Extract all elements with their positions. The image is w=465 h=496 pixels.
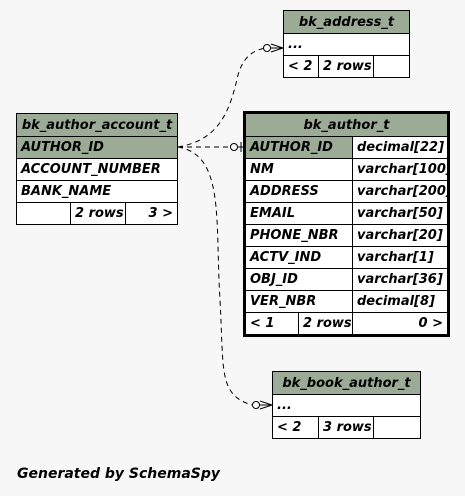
table-footer: < 2 2 rows: [284, 55, 409, 77]
table-header: bk_author_t: [246, 114, 447, 136]
column-type: varchar[1]: [352, 247, 447, 268]
column-row-author-id: AUTHOR_ID: [17, 136, 177, 158]
column-name: AUTHOR_ID: [21, 140, 104, 155]
column-row: ...: [284, 33, 409, 55]
column-name: EMAIL: [250, 206, 295, 221]
row-count: 3 rows: [318, 417, 373, 438]
child-count: [373, 56, 409, 77]
generated-by-label: Generated by SchemaSpy: [17, 466, 221, 482]
column-row: PHONE_NBR varchar[20]: [246, 224, 447, 246]
table-footer: 2 rows 3 >: [17, 202, 177, 224]
column-name: ACTV_IND: [250, 250, 322, 265]
row-count: 2 rows: [298, 313, 352, 334]
column-row: ACTV_IND varchar[1]: [246, 246, 447, 268]
row-count: 2 rows: [70, 203, 125, 224]
parent-count: < 1: [250, 316, 275, 331]
column-name: OBJ_ID: [250, 272, 298, 287]
column-type: decimal[8]: [352, 291, 447, 312]
pk-bar-author: [238, 142, 244, 152]
column-name: ...: [288, 37, 303, 52]
crowfoot-circle-book-author: [252, 401, 260, 409]
parent-count: < 2: [277, 420, 302, 435]
child-count: [373, 417, 420, 438]
column-type: varchar[100]: [352, 159, 447, 180]
relation-author-book-author: [177, 146, 253, 406]
parent-count: [17, 203, 70, 224]
table-bk-author-account-t[interactable]: bk_author_account_t AUTHOR_ID ACCOUNT_NU…: [16, 113, 178, 225]
crowfoot-address: [270, 43, 285, 53]
column-type: varchar[20]: [352, 225, 447, 246]
column-row: EMAIL varchar[50]: [246, 202, 447, 224]
table-header: bk_book_author_t: [273, 372, 420, 394]
column-name: ADDRESS: [250, 184, 319, 199]
table-name: bk_author_t: [303, 117, 390, 133]
parent-count: < 2: [288, 59, 313, 74]
child-count: 0 >: [352, 313, 447, 334]
column-row: VER_NBR decimal[8]: [246, 290, 447, 312]
column-name: ACCOUNT_NUMBER: [21, 162, 161, 177]
column-type: decimal[22]: [352, 137, 447, 158]
relation-author-address: [177, 47, 267, 148]
column-name: VER_NBR: [250, 294, 317, 309]
table-name: bk_book_author_t: [282, 375, 411, 391]
crowfoot-book-author: [259, 400, 274, 410]
column-row: NM varchar[100]: [246, 158, 447, 180]
crowfoot-circle-address: [263, 44, 271, 52]
column-type: varchar[50]: [352, 203, 447, 224]
column-type: varchar[36]: [352, 269, 447, 290]
table-header: bk_author_account_t: [17, 114, 177, 136]
column-type: varchar[200]: [352, 181, 447, 202]
column-row: OBJ_ID varchar[36]: [246, 268, 447, 290]
table-header: bk_address_t: [284, 11, 409, 33]
table-name: bk_author_account_t: [21, 117, 173, 133]
crowfoot-circle-author: [230, 143, 238, 151]
child-count: 3 >: [125, 203, 177, 224]
table-bk-book-author-t[interactable]: bk_book_author_t ... < 2 3 rows: [272, 371, 421, 439]
table-name: bk_address_t: [298, 14, 395, 30]
table-footer: < 1 2 rows 0 >: [246, 312, 447, 334]
table-bk-address-t[interactable]: bk_address_t ... < 2 2 rows: [283, 10, 410, 78]
column-row: ADDRESS varchar[200]: [246, 180, 447, 202]
column-name: NM: [250, 162, 274, 177]
column-name: BANK_NAME: [21, 184, 112, 199]
column-row-author-id: AUTHOR_ID decimal[22]: [246, 136, 447, 158]
column-name: ...: [277, 398, 292, 413]
column-row-bank-name: BANK_NAME: [17, 180, 177, 202]
row-count: 2 rows: [318, 56, 373, 77]
column-row-account-number: ACCOUNT_NUMBER: [17, 158, 177, 180]
column-name: PHONE_NBR: [250, 228, 339, 243]
table-footer: < 2 3 rows: [273, 416, 420, 438]
table-bk-author-t[interactable]: bk_author_t AUTHOR_ID decimal[22] NM var…: [244, 112, 449, 336]
column-row: ...: [273, 394, 420, 416]
column-name: AUTHOR_ID: [246, 137, 352, 158]
